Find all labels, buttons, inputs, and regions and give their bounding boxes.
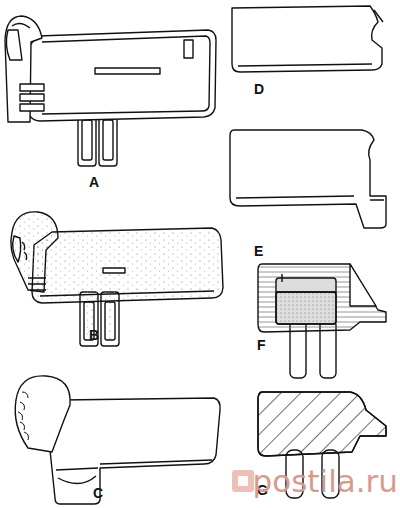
figure-letter: D xyxy=(254,82,264,96)
coat-e xyxy=(230,130,386,228)
coat-d xyxy=(232,6,383,72)
figure-letter: B xyxy=(89,328,99,342)
figure-letter: E xyxy=(254,244,263,258)
coat-b xyxy=(11,212,223,346)
coat-c xyxy=(15,376,220,504)
coat-f xyxy=(258,264,386,378)
watermark: postila.ru xyxy=(253,466,398,497)
figure-letter: F xyxy=(257,338,266,352)
figure-letter: C xyxy=(93,486,103,500)
figure-letter: A xyxy=(89,175,99,189)
coat-a xyxy=(5,16,216,166)
watermark-icon xyxy=(232,470,254,492)
